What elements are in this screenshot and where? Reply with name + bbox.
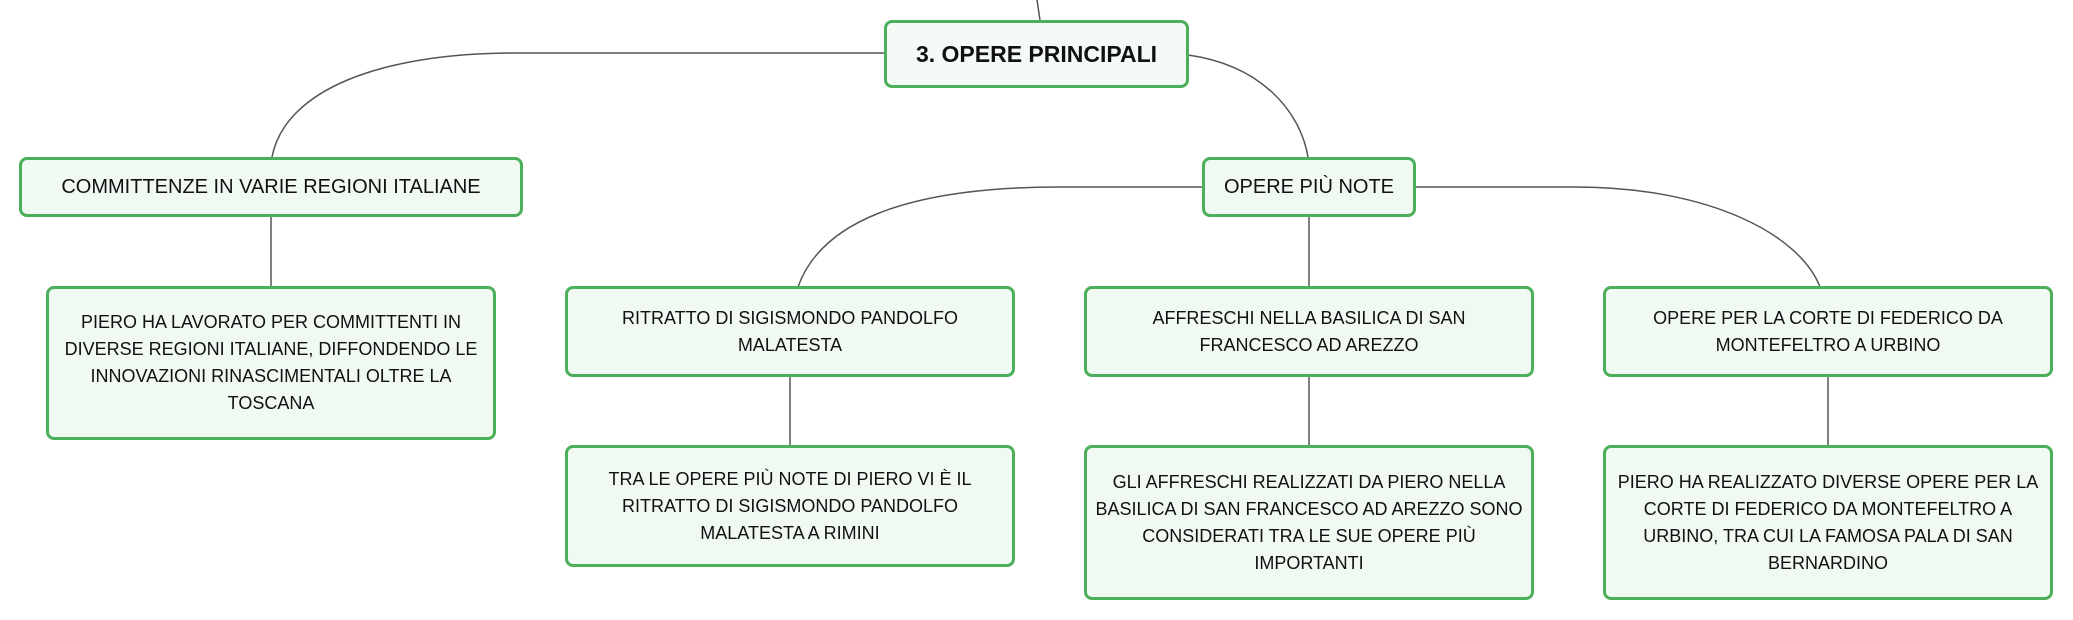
root-node-label: 3. OPERE PRINCIPALI <box>915 40 1158 67</box>
branch-node-label: OPERE PIÙ NOTE <box>1223 175 1395 198</box>
subtopic-node-affreschi[interactable]: AFFRESCHI NELLA BASILICA DI SAN FRANCESC… <box>1084 286 1534 377</box>
subtopic-node-urbino[interactable]: OPERE PER LA CORTE DI FEDERICO DA MONTEF… <box>1603 286 2053 377</box>
subtopic-node-ritratto[interactable]: RITRATTO DI SIGISMONDO PANDOLFO MALATEST… <box>565 286 1015 377</box>
connector-root-committenze <box>271 52 886 158</box>
branch-node-opere-piu-note[interactable]: OPERE PIÙ NOTE <box>1202 157 1416 217</box>
detail-node-urbino[interactable]: PIERO HA REALIZZATO DIVERSE OPERE PER LA… <box>1603 445 2053 600</box>
detail-node-text: GLI AFFRESCHI REALIZZATI DA PIERO NELLA … <box>1095 471 1523 573</box>
connector-opere-urbino <box>1415 186 1821 288</box>
detail-node-affreschi[interactable]: GLI AFFRESCHI REALIZZATI DA PIERO NELLA … <box>1084 445 1534 600</box>
detail-node-text: PIERO HA REALIZZATO DIVERSE OPERE PER LA… <box>1617 471 2039 573</box>
root-node[interactable]: 3. OPERE PRINCIPALI <box>884 20 1189 88</box>
connector-root-opere <box>1187 54 1309 158</box>
connector-opere-ritratto <box>797 186 1203 288</box>
detail-node-ritratto[interactable]: TRA LE OPERE PIÙ NOTE DI PIERO VI È IL R… <box>565 445 1015 567</box>
subtopic-node-label: OPERE PER LA CORTE DI FEDERICO DA MONTEF… <box>1653 307 2003 355</box>
detail-node-text: TRA LE OPERE PIÙ NOTE DI PIERO VI È IL R… <box>608 468 972 543</box>
connector-root-parent <box>1036 0 1041 21</box>
subtopic-node-label: RITRATTO DI SIGISMONDO PANDOLFO MALATEST… <box>621 307 959 355</box>
branch-node-label: COMMITTENZE IN VARIE REGIONI ITALIANE <box>61 175 481 198</box>
detail-node-committenze[interactable]: PIERO HA LAVORATO PER COMMITTENTI IN DIV… <box>46 286 496 440</box>
subtopic-node-label: AFFRESCHI NELLA BASILICA DI SAN FRANCESC… <box>1152 307 1466 355</box>
detail-node-text: PIERO HA LAVORATO PER COMMITTENTI IN DIV… <box>64 312 478 413</box>
branch-node-committenze[interactable]: COMMITTENZE IN VARIE REGIONI ITALIANE <box>19 157 523 217</box>
